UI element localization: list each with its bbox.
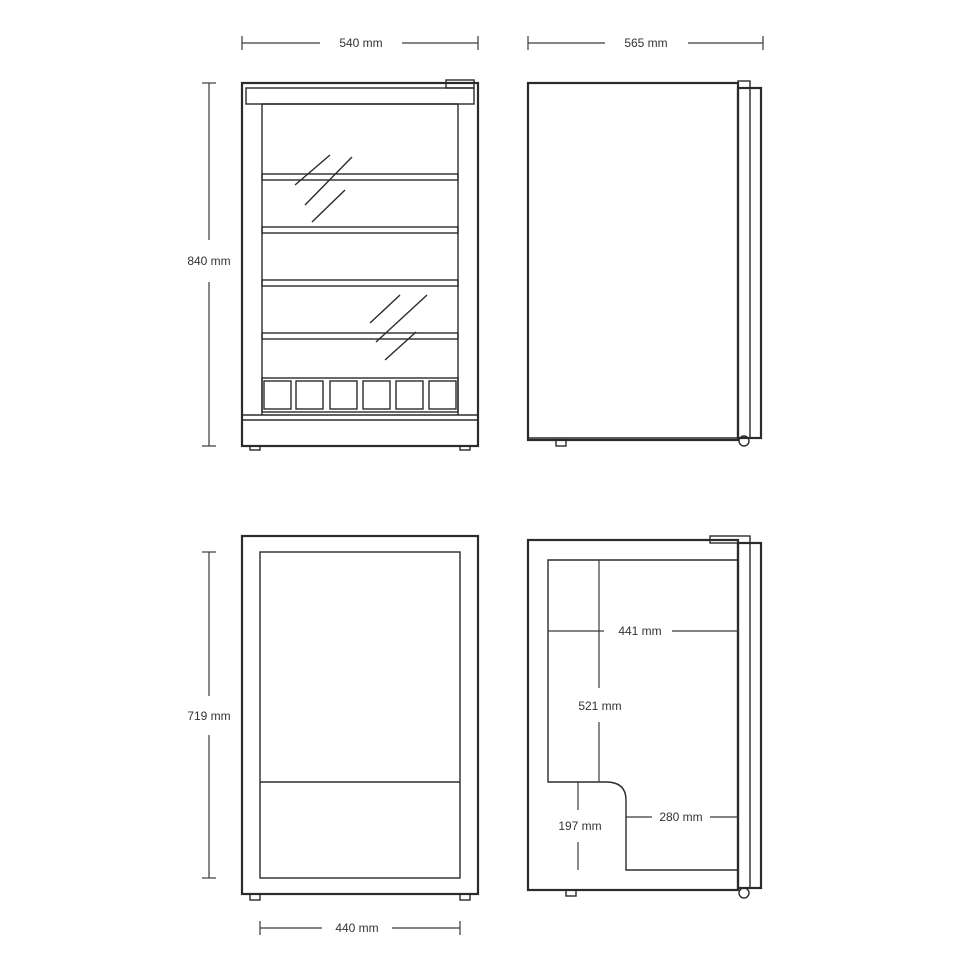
top-hinge: [737, 80, 751, 89]
interior-cavity: [547, 559, 739, 871]
bottle-slot: [362, 380, 391, 410]
interior-height-label: 719 mm: [187, 709, 230, 723]
glass-reflection: [369, 294, 401, 324]
dimension-840: 840 mm: [187, 82, 231, 447]
dimension-719: 719 mm: [187, 551, 231, 879]
shelf: [261, 173, 459, 181]
bottle-slots: [263, 380, 457, 410]
bottom-rack: [261, 377, 459, 413]
cabinet-outline: [240, 534, 480, 896]
shelf: [261, 279, 459, 287]
upper-height-label: 521 mm: [578, 699, 621, 713]
interior-opening: [259, 551, 461, 879]
foot-right: [459, 893, 471, 901]
foot-left: [249, 445, 261, 451]
bottle-slot: [428, 380, 457, 410]
glass-reflection: [384, 331, 417, 361]
shelves: [261, 173, 459, 340]
dimension-440: 440 mm: [259, 921, 461, 935]
top-hinge: [709, 535, 751, 544]
dimension-197: 197 mm: [558, 782, 602, 870]
dimension-441: 441 mm: [548, 624, 738, 638]
depth-label: 565 mm: [624, 36, 667, 50]
cabinet-side: [526, 81, 740, 442]
interior-width-label: 440 mm: [335, 921, 378, 935]
dimension-280: 280 mm: [626, 810, 738, 824]
glass-reflection: [304, 156, 353, 206]
foot-left: [249, 893, 261, 901]
foot-right: [459, 445, 471, 451]
dimension-521: 521 mm: [578, 560, 622, 782]
bottle-slot: [263, 380, 292, 410]
upper-depth-label: 441 mm: [618, 624, 661, 638]
front-foot: [738, 887, 750, 899]
dimension-565: 565 mm: [527, 36, 764, 50]
cabinet-outline: [240, 81, 480, 448]
section-view: 441 mm 521 mm 197 mm 280 mm: [526, 535, 763, 899]
side-view: 565 mm: [526, 36, 764, 447]
rear-foot: [555, 439, 567, 447]
top-trim: [245, 87, 475, 105]
rear-foot: [565, 889, 577, 897]
bottle-slot: [395, 380, 424, 410]
glass-reflection: [375, 294, 428, 343]
glass-reflection: [311, 189, 346, 223]
shelf: [261, 332, 459, 340]
dimension-540: 540 mm: [241, 36, 479, 50]
glass-reflection-marks: [294, 154, 428, 361]
top-hinge: [445, 79, 475, 89]
cabinet-section-outline: [526, 538, 740, 892]
lower-depth-label: 280 mm: [659, 810, 702, 824]
bottle-slot: [329, 380, 358, 410]
width-label: 540 mm: [339, 36, 382, 50]
front-open-view: 719 mm 440 mm: [187, 534, 480, 935]
bottle-slot: [295, 380, 324, 410]
front-door-view: 540 mm 840 mm: [187, 36, 480, 451]
lower-height-label: 197 mm: [558, 819, 601, 833]
glass-reflection: [294, 154, 331, 186]
height-label: 840 mm: [187, 254, 230, 268]
front-foot: [738, 435, 750, 447]
shelf: [261, 226, 459, 234]
